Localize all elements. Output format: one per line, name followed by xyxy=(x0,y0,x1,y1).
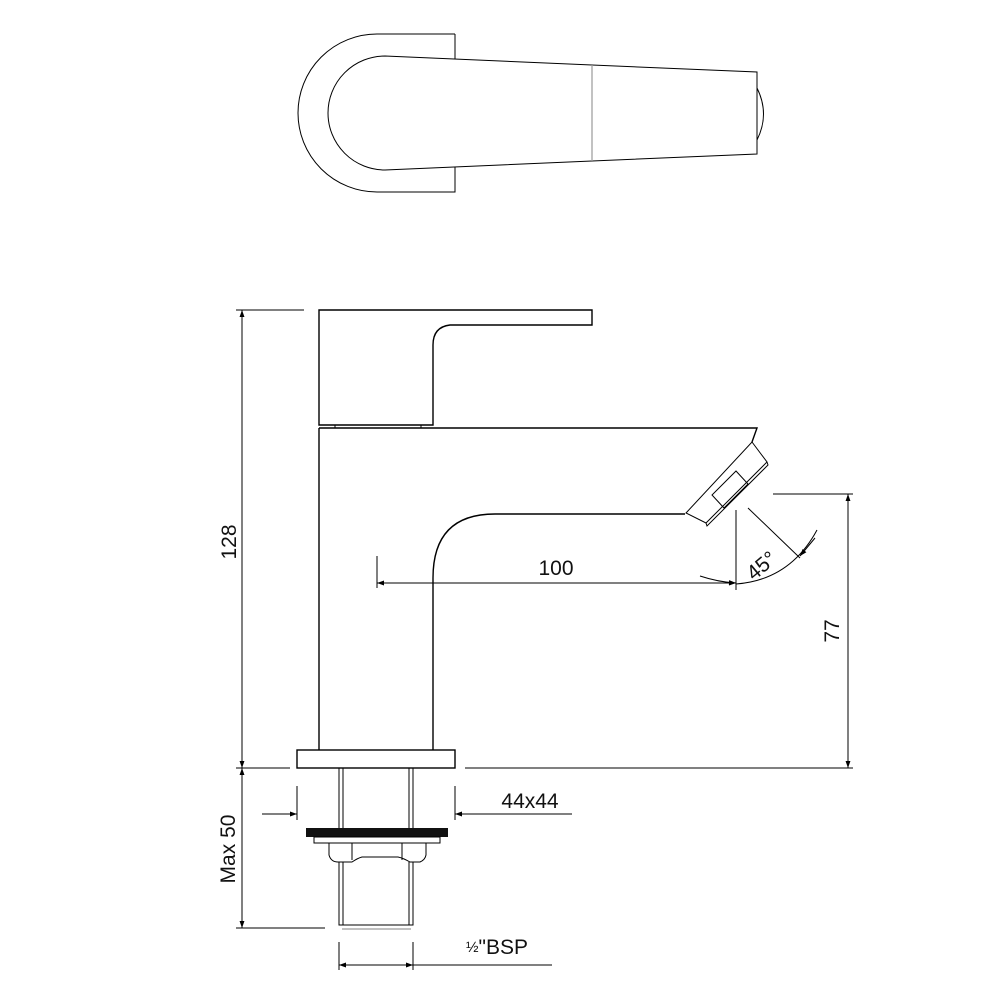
washer-plate xyxy=(313,836,441,844)
collar-outline xyxy=(297,33,456,193)
shank xyxy=(338,768,414,828)
thread-unit: "BSP xyxy=(479,936,528,959)
side-view xyxy=(296,309,769,930)
dimension-labels: 128 100 45° 77 44x44 Max 50 ½"BSP xyxy=(217,524,844,959)
dim-max-deck-thickness: Max 50 xyxy=(217,815,240,884)
top-view xyxy=(297,33,764,193)
tap-body xyxy=(318,427,758,750)
dim-spout-projection: 100 xyxy=(538,557,573,580)
dim-outlet-height: 77 xyxy=(821,619,844,642)
lever-end-cap xyxy=(756,87,764,141)
back-nut xyxy=(328,843,427,863)
dim-outlet-angle: 45° xyxy=(742,547,781,585)
dimension-lines xyxy=(236,309,853,970)
lever-outline xyxy=(327,55,758,171)
aerator xyxy=(685,441,769,527)
dim-overall-height: 128 xyxy=(218,524,241,559)
washer xyxy=(306,828,448,837)
thread xyxy=(338,862,414,926)
handle-block xyxy=(318,309,593,426)
dim-base-plate: 44x44 xyxy=(501,790,559,813)
dim-thread-size: ½"BSP xyxy=(466,936,528,959)
base-plate xyxy=(296,749,456,769)
thread-fraction: ½ xyxy=(466,939,479,956)
